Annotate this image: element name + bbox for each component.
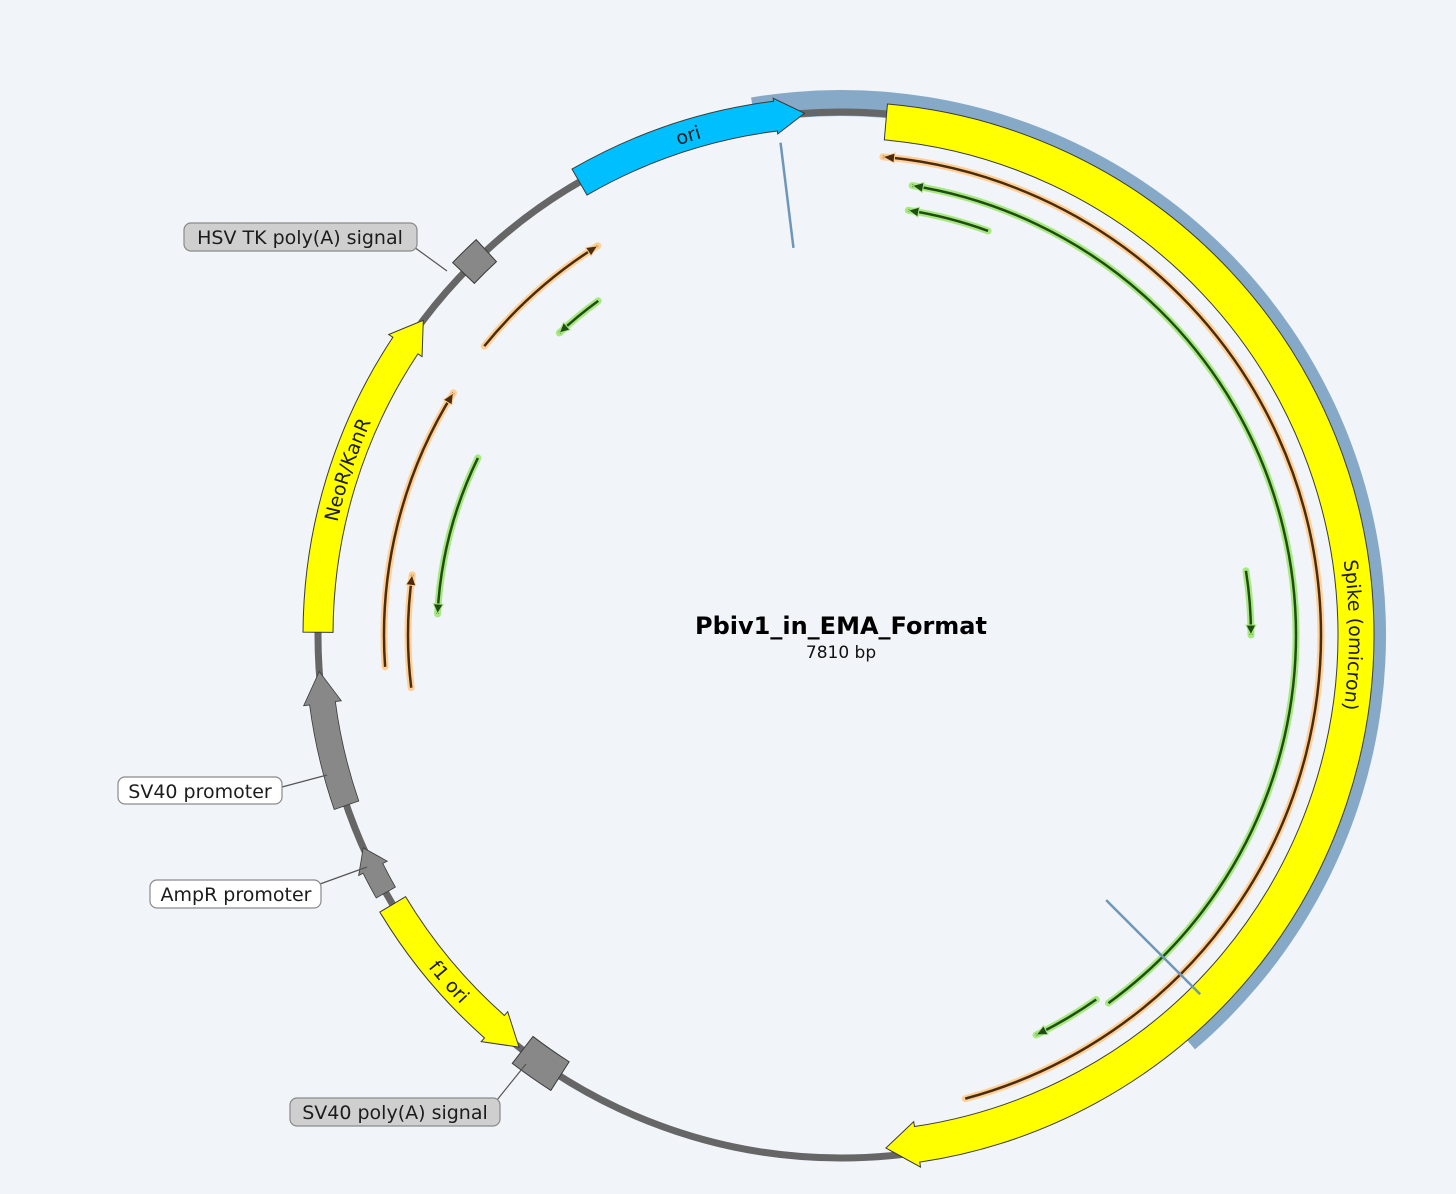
- plasmid-name: Pbiv1_in_EMA_Format: [695, 612, 987, 640]
- feature-layer: [302, 97, 1375, 1169]
- orf-glow: [434, 454, 482, 618]
- sv40-promoter-feature[interactable]: [302, 670, 360, 811]
- ampr-promoter-feature[interactable]: [358, 847, 396, 899]
- sv40-polya-feature[interactable]: [511, 1035, 570, 1092]
- ampr-promoter-callout-text: AmpR promoter: [161, 884, 312, 906]
- selection-boundary: [1105, 899, 1202, 996]
- sv40-promoter-callout-text: SV40 promoter: [128, 781, 272, 803]
- orf-arrowhead: [1035, 1024, 1049, 1036]
- orf-arrowhead: [432, 603, 445, 615]
- selection-boundaries: [779, 142, 1202, 996]
- hsv-polya-callout[interactable]: HSV TK poly(A) signal: [183, 222, 448, 272]
- orf-line[interactable]: [483, 244, 599, 347]
- orf-arrowhead: [405, 573, 417, 587]
- orf-arrowhead: [1245, 624, 1257, 637]
- spike-feature[interactable]: [883, 103, 1375, 1169]
- hsv-polya-callout-text: HSV TK poly(A) signal: [197, 227, 403, 249]
- orf-glow: [480, 242, 602, 350]
- neor-feature[interactable]: [302, 319, 424, 633]
- orf-glow: [380, 389, 457, 671]
- orf-arrowhead: [558, 321, 572, 334]
- plasmid-length: 7810 bp: [806, 643, 876, 663]
- orf-line[interactable]: [382, 392, 455, 667]
- orf-arrowhead: [910, 181, 925, 194]
- hsv-polya-feature[interactable]: [451, 238, 498, 285]
- ori-feature[interactable]: [571, 97, 806, 196]
- orf-arrowhead: [584, 245, 599, 257]
- orf-arrowhead: [907, 206, 921, 218]
- sv40-polya-callout[interactable]: SV40 poly(A) signal: [289, 1063, 527, 1127]
- orf-line[interactable]: [436, 457, 480, 614]
- orf-tracks: [380, 152, 1325, 1103]
- f1ori-feature[interactable]: [379, 895, 520, 1048]
- ampr-promoter-callout[interactable]: AmpR promoter: [149, 866, 368, 909]
- sv40-polya-callout-text: SV40 poly(A) signal: [302, 1102, 488, 1124]
- orf-line[interactable]: [911, 184, 1298, 1005]
- orf-arrowhead: [881, 152, 896, 164]
- sv40-promoter-callout[interactable]: SV40 promoter: [117, 774, 328, 805]
- orf-line[interactable]: [882, 155, 1323, 1100]
- selection-boundary: [779, 142, 795, 249]
- orf-arrowhead: [442, 391, 455, 406]
